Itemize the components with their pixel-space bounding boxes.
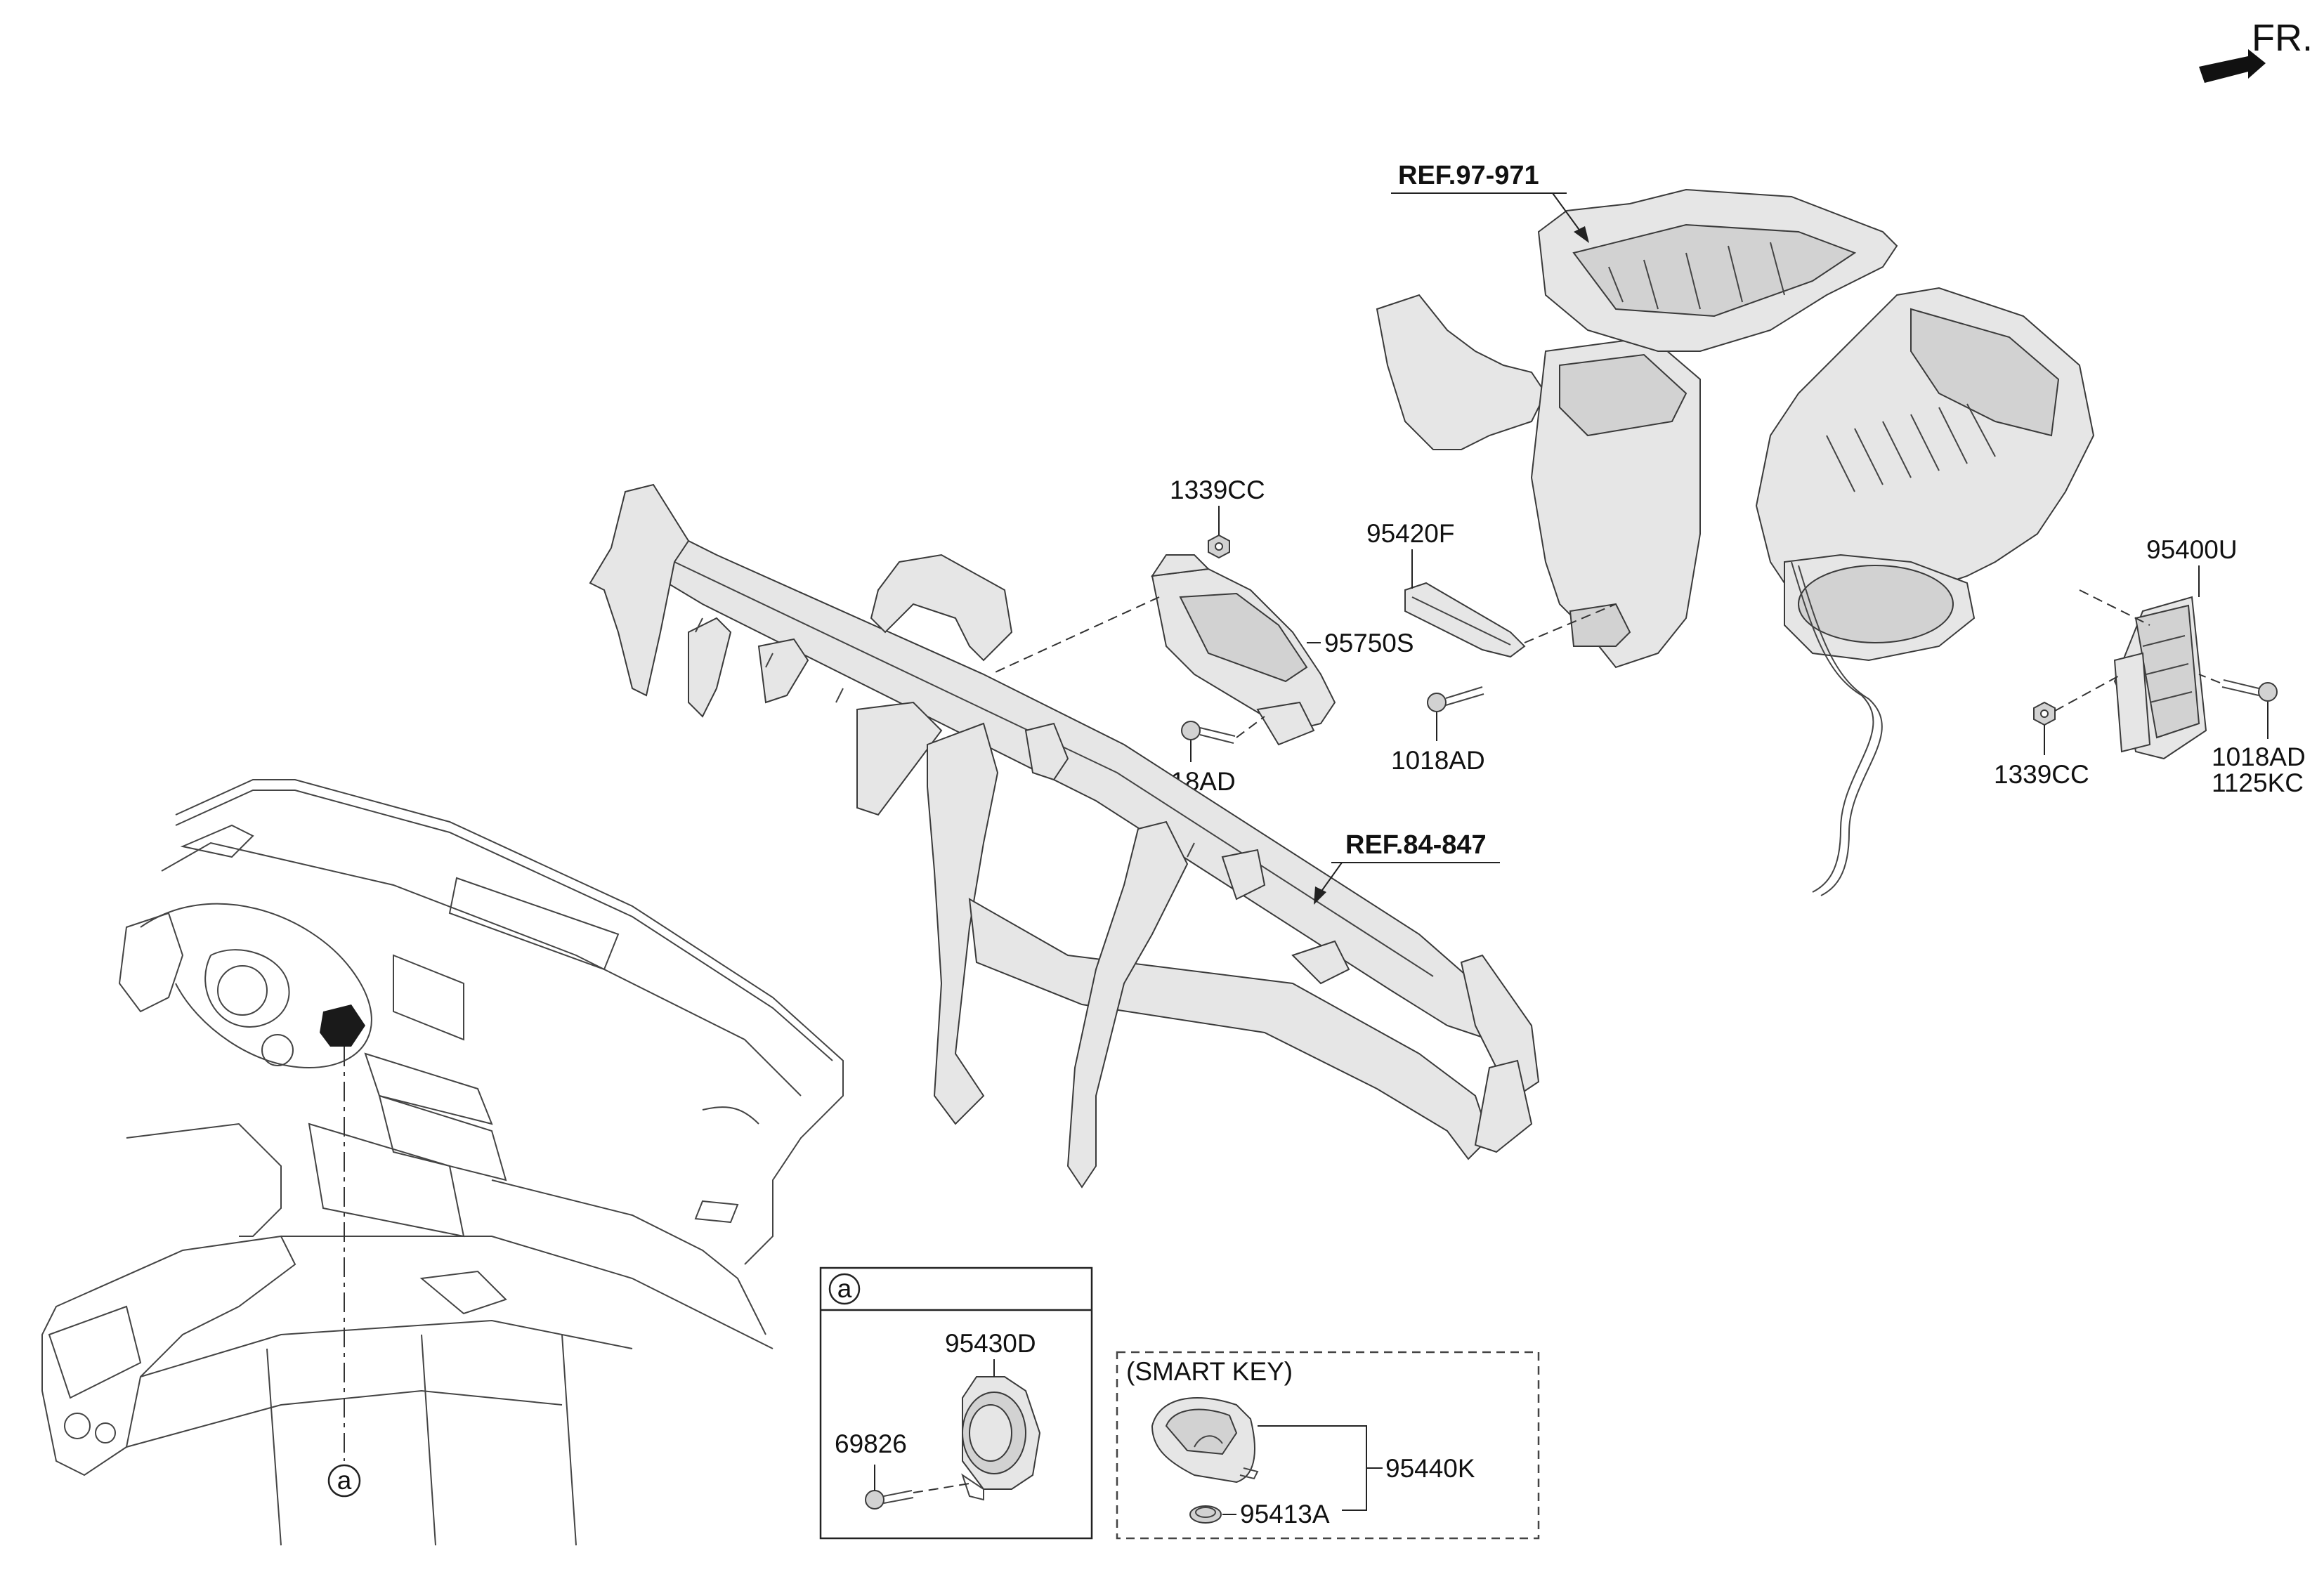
battery-95413a-icon xyxy=(1189,1505,1222,1524)
cowl-ref-arrowhead xyxy=(1314,886,1326,905)
detail-a-header-circle xyxy=(828,1273,861,1305)
cowl-ref-label: REF.84-847 xyxy=(1345,830,1487,860)
smart-key-box xyxy=(1116,1351,1540,1540)
start-switch-95430d-drawing xyxy=(961,1376,1041,1501)
front-direction-label: FR. xyxy=(2252,17,2313,59)
bolt-95400u-label-2: 1125KC xyxy=(2212,768,2304,797)
nut-95400u-icon xyxy=(2033,701,2056,726)
key-fob-95440k-drawing xyxy=(1151,1397,1259,1484)
smart-key-title: (SMART KEY) xyxy=(1126,1357,1293,1386)
cowl-cross-bar-drawing xyxy=(589,483,1540,1189)
hvac-ref-arrowhead xyxy=(1574,226,1589,243)
nut-95400u-label: 1339CC xyxy=(1994,760,2089,789)
nut-top-label: 1339CC xyxy=(1170,476,1265,504)
95440k-leader xyxy=(1258,1425,1383,1511)
95400u-label: 95400U xyxy=(2146,535,2238,564)
hvac-ref-leader xyxy=(1391,192,1581,233)
95420f-mount-line xyxy=(1524,603,1617,643)
detail-a-callout-label: a xyxy=(337,1466,352,1495)
95440k-label: 95440K xyxy=(1385,1454,1475,1483)
bolt-95400u-icon xyxy=(2221,679,2278,702)
95413a-label: 95413A xyxy=(1240,1500,1330,1528)
95750s-mount-line xyxy=(990,596,1160,675)
nut-top-icon xyxy=(1208,534,1230,559)
bracket-95420f-drawing xyxy=(1404,582,1526,658)
dashboard-line-art xyxy=(41,779,844,1546)
detail-a-header-label: a xyxy=(837,1274,852,1303)
95420f-label: 95420F xyxy=(1366,519,1455,548)
detail-a-callout-circle xyxy=(327,1464,361,1498)
bolt-95420f-label: 1018AD xyxy=(1391,746,1485,775)
module-95400u-drawing xyxy=(2113,596,2207,760)
start-switch-location-icon xyxy=(320,1004,365,1047)
69826-label: 69826 xyxy=(835,1429,907,1458)
screw-69826-mount-line xyxy=(913,1483,970,1493)
bolt-95400u-mount-line xyxy=(2198,674,2221,683)
front-direction-arrow xyxy=(2199,49,2266,83)
bolt-95420f-icon xyxy=(1427,686,1484,712)
detail-a-box xyxy=(819,1266,1093,1540)
module-95750s-drawing xyxy=(1150,554,1336,746)
bolt-95400u-label-1: 1018AD xyxy=(2212,742,2306,771)
bolt-95750s-icon xyxy=(1181,721,1236,744)
95750s-label: 95750S xyxy=(1324,629,1414,657)
cowl-ref-leader xyxy=(1320,862,1500,893)
hvac-unit-drawing xyxy=(1376,188,2095,896)
bolt-95750s-mount-line xyxy=(1236,716,1265,738)
95400u-mount-line-top xyxy=(2079,589,2150,626)
hvac-ref-label: REF.97-971 xyxy=(1398,161,1539,190)
nut-95400u-mount-line xyxy=(2054,674,2122,712)
95430d-label: 95430D xyxy=(945,1329,1036,1358)
screw-69826-icon xyxy=(865,1490,914,1510)
